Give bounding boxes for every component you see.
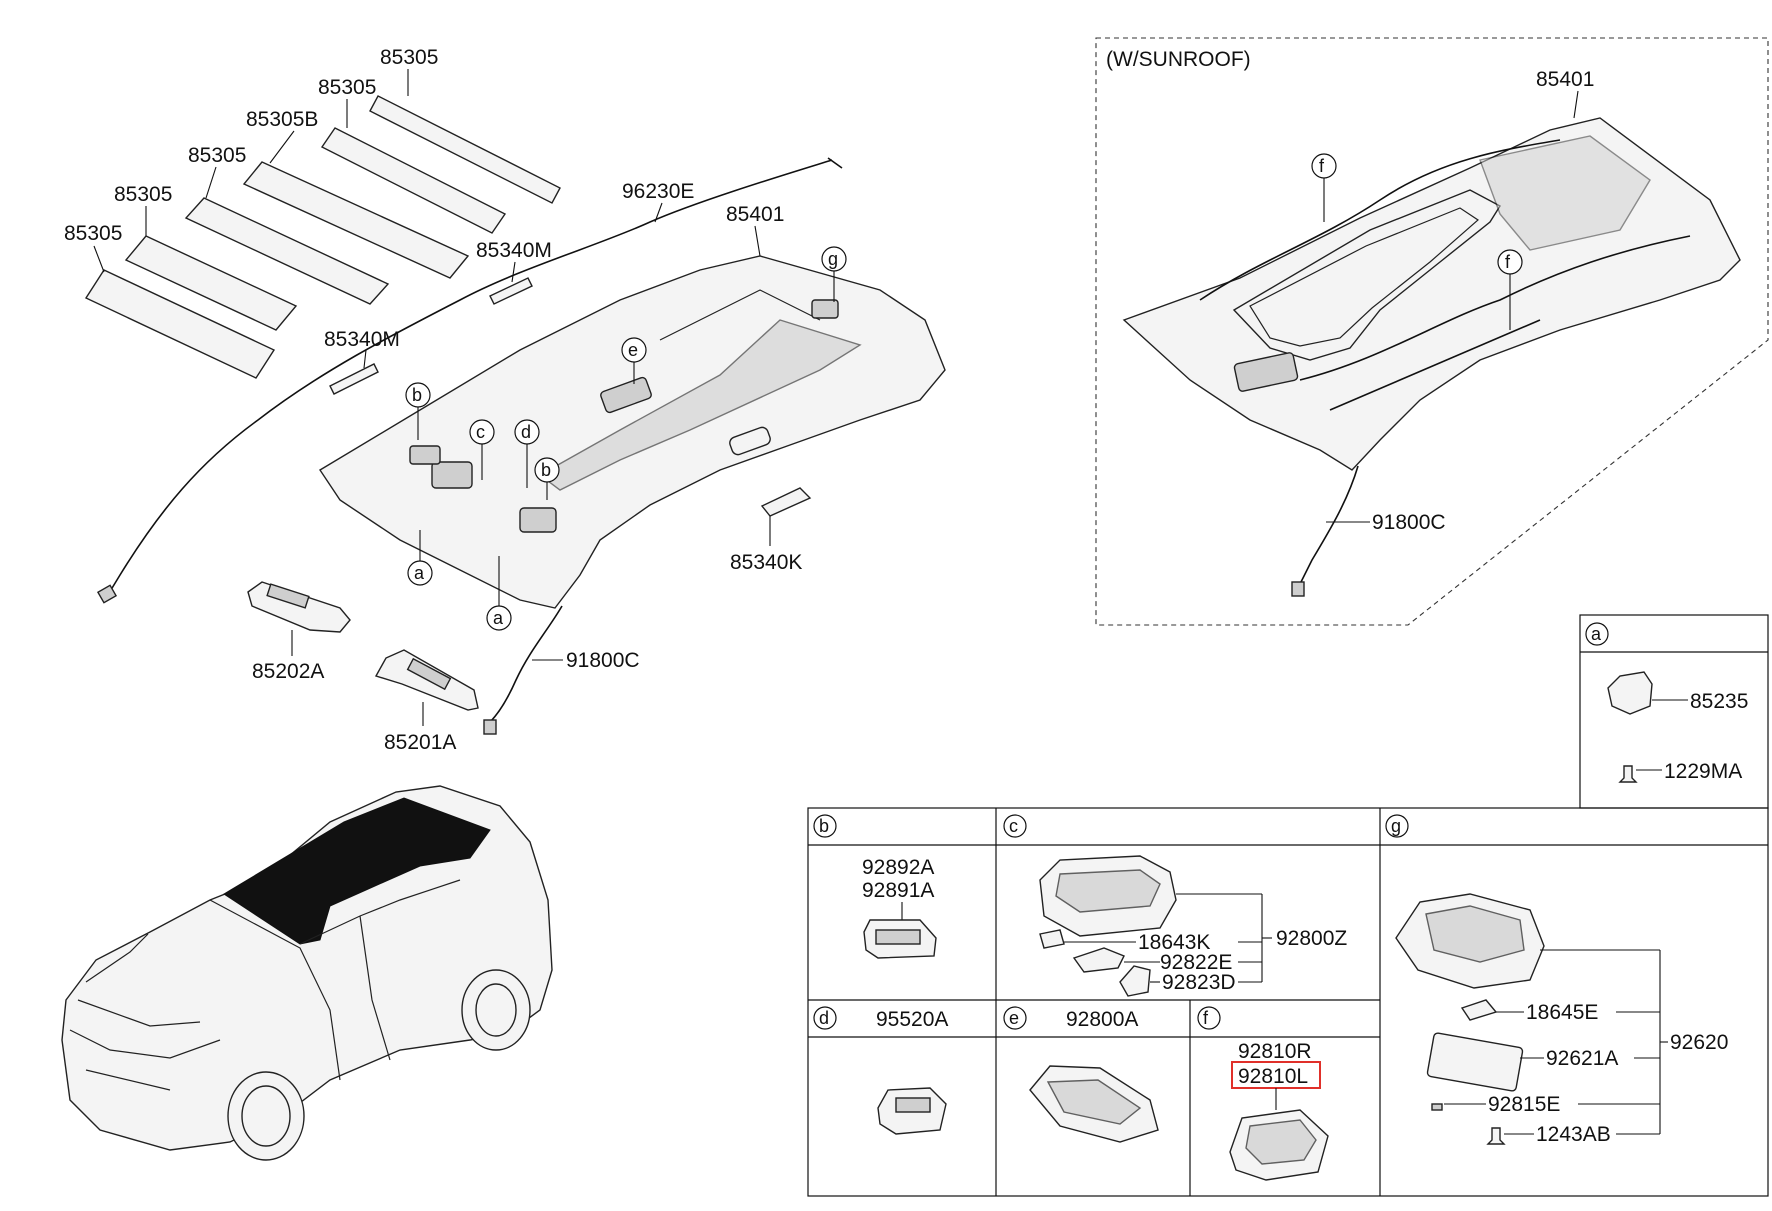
insulation-pads [84, 95, 561, 379]
label-92620: 92620 [1670, 1031, 1728, 1054]
detail-d-badge [813, 1006, 837, 1030]
detail-e-badge-label: e [1009, 1008, 1019, 1028]
label-85305-5: 85305 [64, 222, 122, 245]
callout-d-label: d [521, 422, 531, 442]
callout-b-1-label: b [412, 385, 422, 405]
label-92891a: 92891A [862, 879, 934, 902]
label-92800z: 92800Z [1276, 927, 1347, 950]
assist-grip-85340m-2[interactable] [329, 363, 379, 395]
label-91800c-sunroof: 91800C [1372, 511, 1446, 534]
detail-f-badge [1197, 1006, 1221, 1030]
label-85401-main: 85401 [726, 203, 784, 226]
label-85305-2: 85305 [318, 76, 376, 99]
label-18643k: 18643K [1138, 931, 1210, 954]
label-85305-4: 85305 [114, 183, 172, 206]
label-18645e: 18645E [1526, 1001, 1598, 1024]
sunroof-title: (W/SUNROOF) [1106, 48, 1251, 71]
headliner-85401-sunroof[interactable] [1122, 117, 1741, 471]
harness-91800c-sunroof[interactable] [1299, 465, 1359, 585]
label-92810r: 92810R [1238, 1040, 1312, 1063]
pad-85305-top[interactable] [369, 95, 561, 204]
pad-85305-5[interactable] [84, 269, 276, 379]
label-85340k: 85340K [730, 551, 802, 574]
headliner-85401[interactable]: 85401 [319, 203, 946, 609]
callout-f-1-label: f [1319, 156, 1325, 176]
assist-grips: 85340M 85340M 85340K [324, 239, 812, 574]
label-85401-sunroof: 85401 [1536, 68, 1594, 91]
sun-visor-85202a[interactable] [247, 581, 351, 633]
detail-c-badge [1003, 814, 1027, 838]
callout-e-label: e [628, 340, 638, 360]
detail-e-badge [1003, 1006, 1027, 1030]
label-92800a: 92800A [1066, 1008, 1138, 1031]
bulb-18643k[interactable] [1039, 929, 1065, 949]
detail-a-badge [1585, 622, 1609, 646]
assist-grip-85340m-1[interactable] [489, 277, 533, 305]
detail-g-badge-label: g [1391, 816, 1401, 836]
detail-c-badge-label: c [1009, 816, 1018, 836]
label-85305-1: 85305 [380, 46, 438, 69]
assist-grip-85340k[interactable] [760, 487, 812, 517]
pad-85305-3[interactable] [184, 197, 390, 305]
vehicle-illustration [61, 785, 553, 1161]
callout-g-label: g [828, 249, 838, 269]
label-1243ab: 1243AB [1536, 1123, 1611, 1146]
label-85202a: 85202A [252, 660, 324, 683]
label-85201a: 85201A [384, 731, 456, 754]
pad-85305b[interactable] [242, 161, 470, 279]
callout-a-1-label: a [414, 563, 425, 583]
label-92822e: 92822E [1160, 951, 1232, 974]
lens-92621a[interactable] [1426, 1032, 1524, 1092]
detail-g-badge [1385, 814, 1409, 838]
harness-96230e[interactable]: 96230E [96, 157, 843, 604]
detail-f-badge-label: f [1203, 1008, 1209, 1028]
sunroof-variant: (W/SUNROOF) 85401 f f 91800C [1095, 37, 1769, 626]
label-92810l: 92810L [1238, 1065, 1308, 1088]
pad-85305-2[interactable] [320, 127, 507, 234]
detail-b-badge-label: b [819, 816, 829, 836]
lens-92822e[interactable] [1072, 947, 1125, 973]
main-callouts: b c d b e g a a [405, 246, 847, 631]
label-92892a: 92892A [862, 856, 934, 879]
label-95520a: 95520A [876, 1008, 948, 1031]
label-85235: 85235 [1690, 690, 1748, 713]
detail-grid: b 92892A 92891A c 18643K 92822E 92823D 9… [807, 807, 1769, 1197]
label-96230e: 96230E [622, 180, 694, 203]
label-92815e: 92815E [1488, 1093, 1560, 1116]
pad-labels: 85305 85305 85305B 85305 85305 85305 [64, 46, 438, 273]
detail-b-badge [813, 814, 837, 838]
screw-1243ab[interactable] [1486, 1127, 1506, 1145]
label-1229ma: 1229MA [1664, 760, 1742, 783]
label-92621a: 92621A [1546, 1047, 1618, 1070]
callout-c-label: c [476, 422, 485, 442]
lens-92823d[interactable] [1119, 965, 1151, 997]
bulb-18645e[interactable] [1460, 999, 1498, 1021]
screw-1229ma[interactable] [1618, 765, 1638, 783]
label-91800c-main: 91800C [566, 649, 640, 672]
detail-d-badge-label: d [819, 1008, 829, 1028]
callout-b-2-label: b [541, 460, 551, 480]
callout-f-2-label: f [1505, 252, 1511, 272]
clip-85235[interactable] [1607, 671, 1653, 715]
pad-85305-4[interactable] [124, 235, 298, 331]
label-85340m-2: 85340M [324, 328, 400, 351]
detail-a-badge-label: a [1591, 624, 1602, 644]
label-85305b: 85305B [246, 108, 318, 131]
detail-box-a: a 85235 1229MA [1579, 614, 1769, 809]
harness-91800c-main[interactable]: 91800C [483, 605, 640, 735]
sun-visors: 85202A 85201A [247, 581, 479, 754]
label-92823d: 92823D [1162, 971, 1236, 994]
callout-a-2-label: a [493, 608, 504, 628]
label-85340m-1: 85340M [476, 239, 552, 262]
label-85305-3: 85305 [188, 144, 246, 167]
